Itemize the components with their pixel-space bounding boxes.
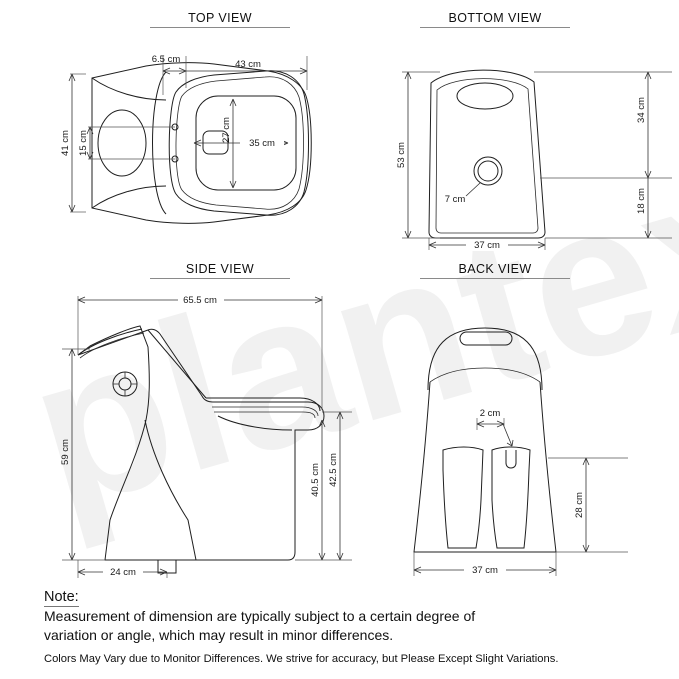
top-outer-body (91, 62, 312, 224)
side-flush-button-spokes (113, 372, 137, 396)
bottom-outlet-outer (473, 156, 503, 186)
dim-top-41: 41 cm (60, 130, 71, 156)
view-title-top: TOP VIEW (150, 11, 290, 28)
dim-bottom-37: 37 cm (474, 240, 500, 251)
side-body-lower-curve (144, 419, 197, 561)
dim-bottom-53: 53 cm (396, 142, 407, 168)
dim-side-65-5: 65.5 cm (183, 295, 217, 306)
bottom-oval-recess (456, 82, 514, 110)
side-tank-lid-2 (79, 332, 145, 359)
top-rear-ellipse (97, 109, 147, 177)
dim-top-6-5: 6.5 cm (152, 54, 181, 65)
top-tank-left-edge (152, 71, 167, 215)
bottom-inner-outline (435, 78, 539, 234)
top-center-square (202, 130, 229, 155)
note-heading: Note: (44, 589, 79, 608)
dim-top-35: 35 cm (249, 138, 275, 149)
dim-back-2: 2 cm (480, 408, 501, 419)
dim-bottom-7: 7 cm (445, 194, 466, 205)
note-line-2: variation or angle, which may result in … (44, 626, 394, 643)
dim-side-24: 24 cm (110, 567, 136, 578)
dim-top-27: 27 cm (221, 117, 232, 143)
top-tank-bevel-upper (91, 77, 167, 101)
top-tank-bevel-lower (91, 185, 167, 209)
back-body-outline (413, 381, 557, 553)
dim-side-59: 59 cm (60, 439, 71, 465)
side-bowl-rim (217, 415, 293, 431)
note-small-print: Colors May Vary due to Monitor Differenc… (44, 653, 559, 666)
dim-back-37: 37 cm (472, 565, 498, 576)
side-seat-lid-top (206, 397, 321, 412)
top-seat-outer-inner (175, 76, 304, 210)
dim-bottom-34: 34 cm (636, 97, 647, 123)
back-right-pad (491, 446, 531, 549)
back-lid-handle (459, 331, 513, 346)
dim-side-42-5: 42.5 cm (328, 453, 339, 487)
side-tank-slope (147, 329, 207, 399)
dim-bottom-18: 18 cm (636, 188, 647, 214)
view-title-back: BACK VIEW (420, 262, 570, 279)
dim-back-28: 28 cm (574, 492, 585, 518)
dim-top-43: 43 cm (235, 59, 261, 70)
side-tank-lid (77, 328, 143, 356)
side-seat-lid-low (214, 411, 316, 419)
back-tank-cap-seam (429, 367, 541, 383)
dim-side-40-5: 40.5 cm (310, 463, 321, 497)
back-tank-cap (427, 327, 543, 391)
view-title-side: SIDE VIEW (150, 262, 290, 279)
side-seat-lid-mid (212, 406, 319, 417)
view-title-bottom: BOTTOM VIEW (420, 11, 570, 28)
note-line-1: Measurement of dimension are typically s… (44, 608, 476, 625)
dim-top-15: 15 cm (78, 130, 89, 156)
bottom-outlet-inner (477, 160, 499, 182)
bottom-outer-outline (428, 69, 546, 239)
back-notch (505, 450, 517, 469)
back-left-pad (442, 446, 484, 549)
note-block: Note: Measurement of dimension are typic… (44, 588, 644, 667)
side-main-silhouette (77, 325, 325, 561)
